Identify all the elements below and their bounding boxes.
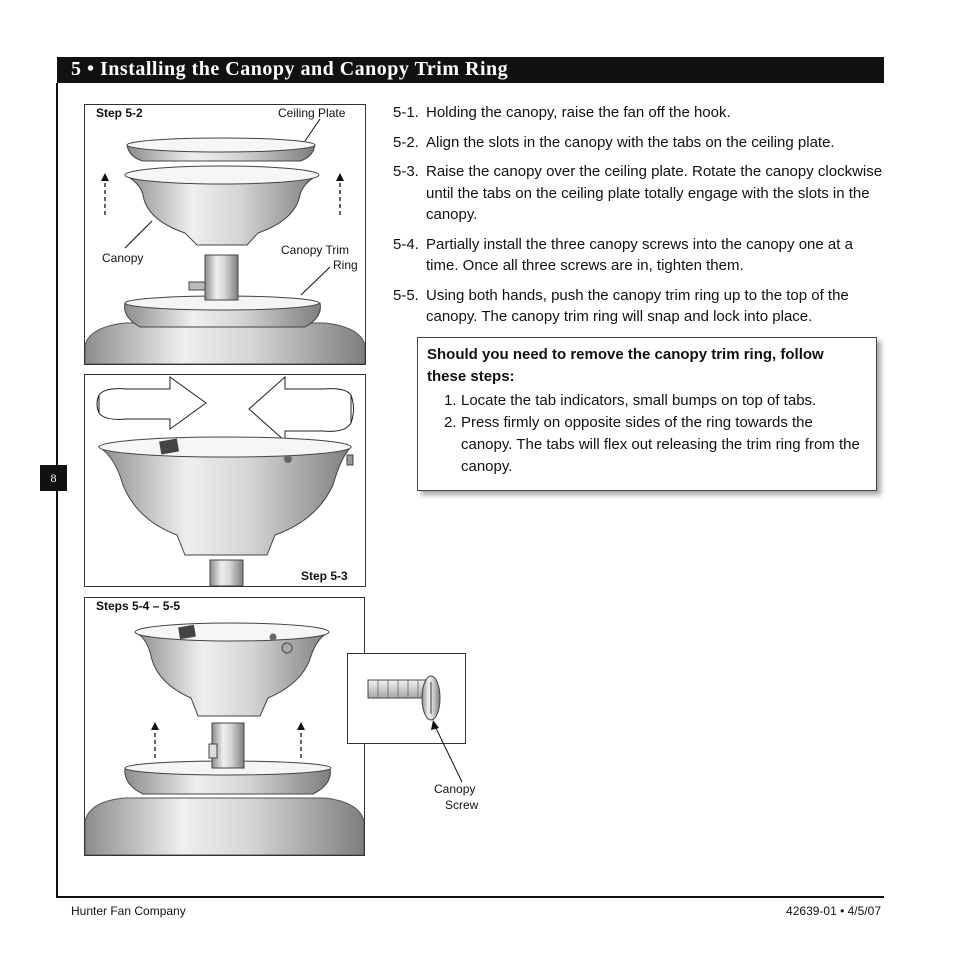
- step-text: Align the slots in the canopy with the t…: [426, 133, 835, 151]
- canopy-screw-label-line1: Canopy: [434, 782, 476, 796]
- figure-step-5-2: Step 5-2 Ceiling Plate Canopy Canopy Tri…: [84, 104, 366, 365]
- step-number: 5-4.: [393, 235, 419, 253]
- step-text: Raise the canopy over the ceiling plate.…: [426, 163, 883, 223]
- figure-step-5-3: Step 5-3: [84, 374, 366, 587]
- canopy-rotate-illustration: [96, 375, 354, 586]
- step-number: 5-5.: [393, 286, 419, 304]
- trim-ring-label-line2: Ring: [333, 258, 358, 272]
- step-number: 5-3.: [393, 163, 419, 180]
- bottom-rule: [56, 896, 884, 898]
- canopy-screw-label-line2: Screw: [445, 798, 479, 812]
- step-text: Using both hands, push the canopy trim r…: [426, 286, 849, 326]
- step-label: Steps 5-4 – 5-5: [96, 599, 181, 613]
- figure-steps-5-4-5-5: Steps 5-4 – 5-5: [84, 597, 365, 856]
- step-item: 5-5. Using both hands, push the canopy tr…: [393, 285, 883, 328]
- step-number: 5-1.: [393, 104, 419, 121]
- canopy-raise-illustration: [85, 118, 365, 364]
- note-item-text: Press firmly on opposite sides of the ri…: [461, 414, 860, 475]
- note-item-text: Locate the tab indicators, small bumps o…: [461, 392, 817, 409]
- ceiling-plate-label: Ceiling Plate: [278, 106, 346, 120]
- step-number: 5-2.: [393, 133, 419, 151]
- step-text: Holding the canopy, raise the fan off th…: [426, 104, 731, 121]
- step-label: Step 5-2: [96, 106, 143, 120]
- step-item: 5-4. Partially install the three canopy s…: [393, 234, 883, 277]
- step-item: 5-3. Raise the canopy over the ceiling pl…: [393, 161, 883, 226]
- note-item: 2.Press firmly on opposite sides of the …: [444, 412, 864, 478]
- note-item: 1.Locate the tab indicators, small bumps…: [444, 390, 864, 412]
- instruction-steps: 5-1. Holding the canopy, raise the fan of…: [393, 102, 883, 336]
- page-number: 8: [40, 465, 67, 491]
- section-title: 5 • Installing the Canopy and Canopy Tri…: [71, 58, 509, 80]
- footer-doc-id: 42639-01 • 4/5/07: [786, 904, 881, 918]
- screw-callout-leader: [431, 720, 463, 783]
- trim-ring-removal-note: Should you need to remove the canopy tri…: [417, 337, 877, 491]
- note-list: 1.Locate the tab indicators, small bumps…: [444, 390, 864, 478]
- step-label: Step 5-3: [301, 569, 348, 583]
- footer-company: Hunter Fan Company: [71, 904, 186, 918]
- canopy-label: Canopy: [102, 251, 144, 265]
- note-title: Should you need to remove the canopy tri…: [427, 346, 824, 385]
- section-header: 5 • Installing the Canopy and Canopy Tri…: [57, 57, 884, 83]
- canopy-screw-detail: [347, 653, 466, 744]
- trim-ring-illustration: [85, 622, 364, 855]
- screw-icon: [367, 675, 441, 721]
- note-item-number: 2.: [444, 414, 457, 431]
- step-item: 5-1. Holding the canopy, raise the fan of…: [393, 102, 883, 124]
- step-item: 5-2. Align the slots in the canopy with t…: [393, 132, 883, 154]
- step-text: Partially install the three canopy screw…: [426, 235, 853, 275]
- trim-ring-label-line1: Canopy Trim: [281, 243, 350, 257]
- note-item-number: 1.: [444, 392, 457, 409]
